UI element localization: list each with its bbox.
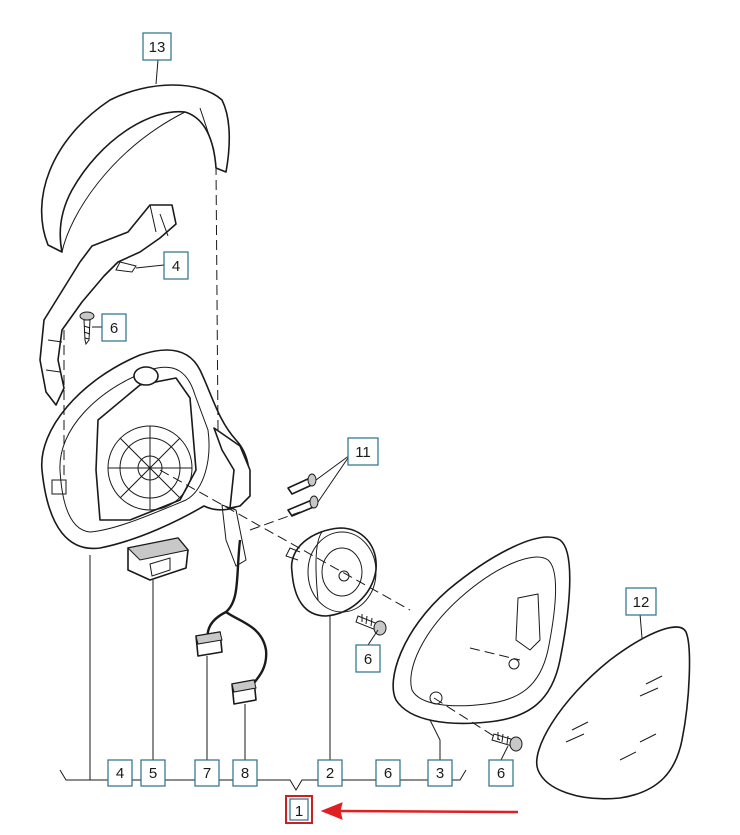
mirror-housing	[41, 349, 251, 567]
callout-1-highlighted: 1	[285, 795, 313, 824]
callout-6-left: 6	[101, 313, 127, 342]
callout-6-middle-label: 6	[364, 651, 372, 668]
part-3-glass-carrier	[392, 536, 571, 725]
callout-bottom-5: 5	[140, 759, 166, 787]
assembly-axes	[63, 164, 521, 741]
callout-13-label: 13	[149, 39, 166, 56]
arrow-left-icon	[320, 802, 519, 820]
callout-6-left-label: 6	[110, 320, 118, 337]
callout-bottom-6-right: 6	[488, 759, 514, 787]
callout-bottom-7: 7	[194, 759, 220, 787]
callout-11-label: 11	[355, 444, 371, 461]
callout-bottom-2-label: 2	[326, 765, 334, 782]
wiring-harness	[195, 539, 268, 705]
callout-bottom-4-label: 4	[116, 765, 124, 782]
callout-13: 13	[142, 32, 172, 61]
callout-4-top-label: 4	[172, 258, 180, 275]
callout-bottom-7-label: 7	[203, 765, 211, 782]
part-12-mirror-glass	[535, 626, 691, 800]
callout-12-label: 12	[633, 594, 650, 611]
callout-bottom-4: 4	[107, 759, 133, 787]
callout-12: 12	[625, 587, 657, 616]
part-2-adjustment-motor	[285, 527, 377, 617]
callout-bottom-6: 6	[375, 759, 401, 787]
callout-bottom-6-label: 6	[384, 765, 392, 782]
callout-bottom-3: 3	[427, 759, 453, 787]
part-13-mirror-cap	[40, 84, 231, 253]
callout-bottom-3-label: 3	[436, 765, 444, 782]
callout-bottom-5-label: 5	[149, 765, 157, 782]
callout-bottom-2: 2	[317, 759, 343, 787]
part-5-connector-block	[126, 537, 189, 581]
part-4-turn-signal	[39, 204, 177, 406]
screws-11	[287, 473, 319, 517]
callout-bottom-8-label: 8	[241, 765, 249, 782]
callout-6-middle: 6	[355, 644, 381, 673]
screw-6-left	[79, 311, 95, 346]
callout-1-label: 1	[295, 803, 303, 820]
leader-lines	[59, 59, 643, 791]
screw-6-middle	[355, 614, 387, 636]
callout-11: 11	[347, 437, 379, 466]
callout-bottom-8: 8	[232, 759, 258, 787]
callout-4-top: 4	[163, 251, 189, 280]
callout-bottom-6-right-label: 6	[497, 765, 505, 782]
